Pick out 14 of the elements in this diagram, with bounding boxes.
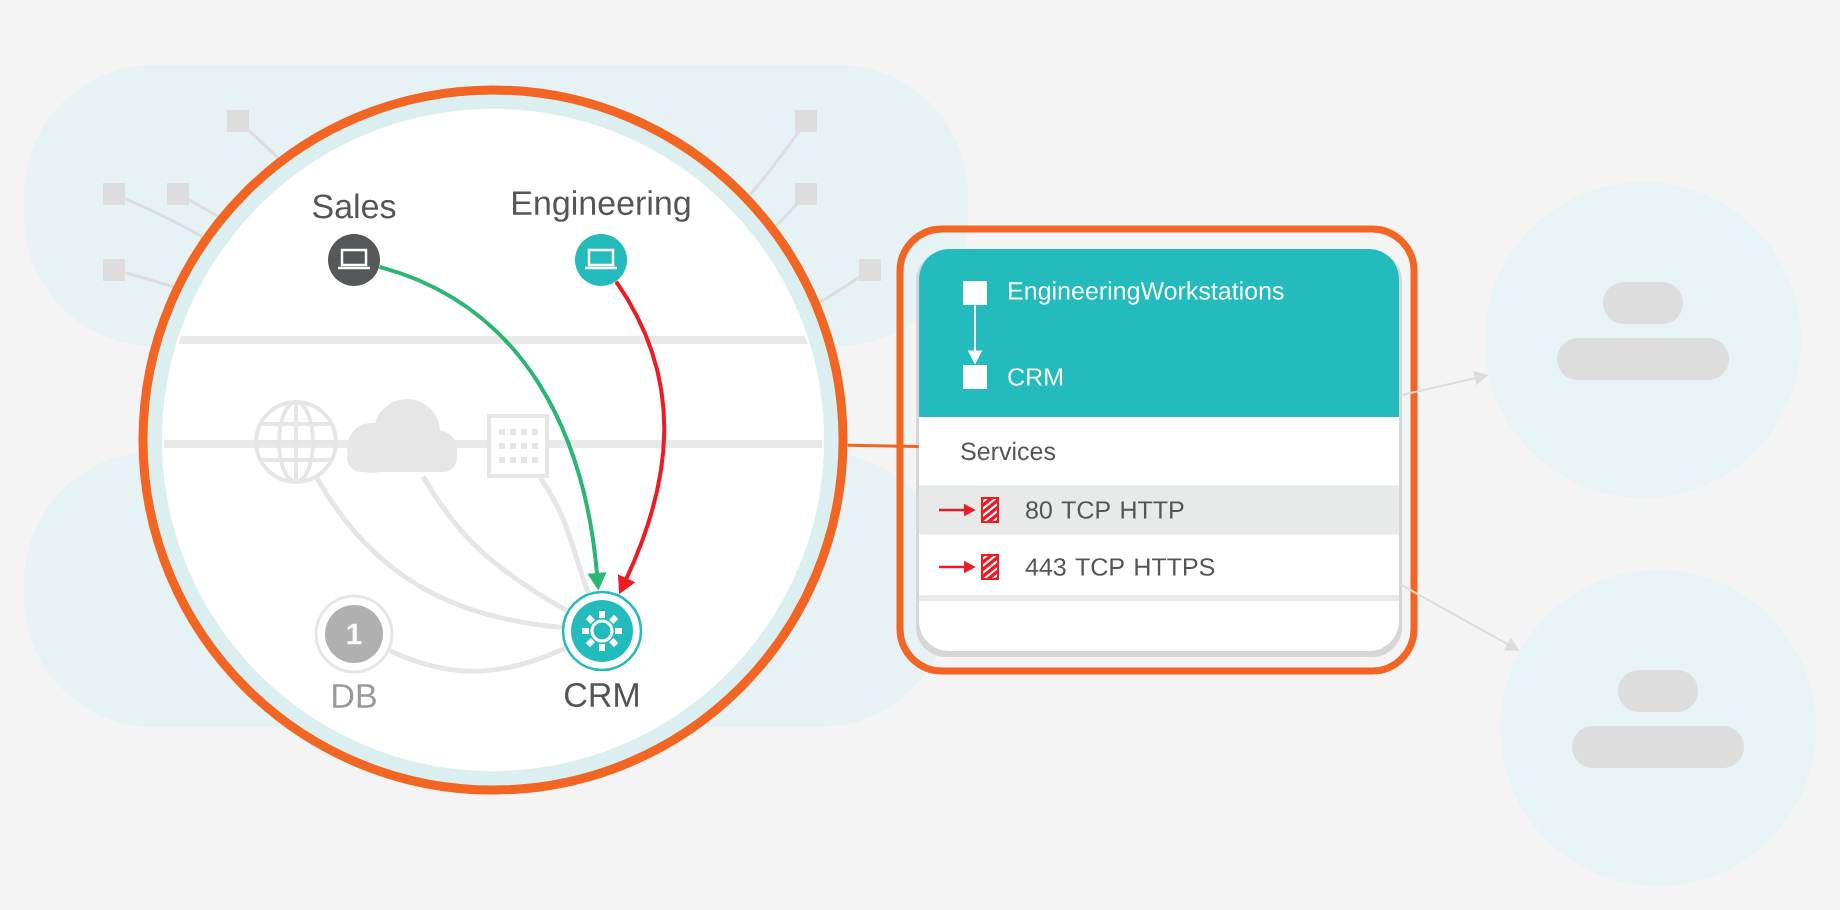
placeholder-circle [1500,570,1817,886]
magnifier-circle [138,85,848,795]
node-label: EngineeringWorkstations [1009,281,1284,305]
node-label: Engineering [513,190,690,222]
placeholder-circle [1485,182,1802,498]
globe-icon [254,400,338,484]
node-label: CRM [1008,368,1062,386]
building-icon [487,414,549,478]
section-heading: Services [961,441,1056,461]
cloud-icon [347,399,457,473]
node-label: Sales [313,193,396,219]
service-row: 80 TCP HTTP [919,485,1399,535]
node-label: CRM [565,682,638,708]
node-label: DB [333,684,376,708]
